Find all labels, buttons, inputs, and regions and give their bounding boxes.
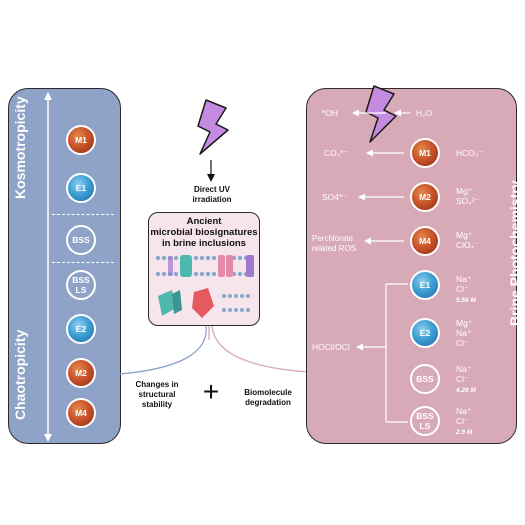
sulfate-radical-label: SO4*⁻ xyxy=(322,192,347,202)
left-arrow-icon xyxy=(394,109,410,117)
chaotropicity-axis-arrow xyxy=(44,92,52,442)
plus-sign: + xyxy=(202,376,220,407)
concentration-label: 2.9 M xyxy=(456,429,473,436)
mars-planet-m2: M2 xyxy=(410,182,440,212)
lightning-bolt-icon xyxy=(197,99,229,155)
earth-planet-e2: E2 xyxy=(410,318,440,348)
biomolecule-degradation-label: Biomolecule degradation xyxy=(244,388,292,407)
earth-planet-e1: E1 xyxy=(66,173,96,203)
perchlorate-ros-label: Perchlorate related ROS xyxy=(312,234,357,253)
left-arrow-icon xyxy=(352,109,386,117)
sodium-chloride-ions-label: Na⁺ Cl⁻ xyxy=(456,364,472,384)
chaotropicity-label: Chaotropicity xyxy=(12,329,28,420)
biosignatures-title: Ancient microbial biosignatures in brine… xyxy=(150,216,258,249)
earth-planet-e1: E1 xyxy=(410,270,440,300)
magnesium-sulfate-ions-label: Mg⁺ SO₄²⁻ xyxy=(456,186,480,206)
mars-planet-m1: M1 xyxy=(410,138,440,168)
divider-line xyxy=(52,214,114,215)
concentration-label: 5.56 M xyxy=(456,297,476,304)
left-arrow-icon xyxy=(364,237,404,245)
bss-ls-circle: BSS LS xyxy=(66,270,96,300)
bss-ls-circle: BSS LS xyxy=(410,406,440,436)
bracket-arrow xyxy=(356,283,408,423)
carbonate-radical-label: CO₃*⁻ xyxy=(324,148,349,158)
brine-photochemistry-label: Brine Photochemistry xyxy=(507,180,523,326)
kosmotropicity-label: Kosmotropicity xyxy=(12,96,28,199)
bss-circle: BSS xyxy=(410,364,440,394)
magnesium-sodium-chloride-ions-label: Mg⁺ Na⁺ Cl⁻ xyxy=(456,318,473,348)
water-label: H₂O xyxy=(416,108,433,118)
kosmotropicity-chaotropicity-panel xyxy=(8,88,121,444)
down-arrow-icon xyxy=(207,160,215,182)
mars-planet-m2: M2 xyxy=(66,358,96,388)
earth-planet-e2: E2 xyxy=(66,314,96,344)
connector-lines xyxy=(120,326,310,375)
structural-stability-label: Changes in structural stability xyxy=(135,380,179,409)
mars-planet-m4: M4 xyxy=(410,226,440,256)
divider-line xyxy=(52,262,114,263)
mars-planet-m4: M4 xyxy=(66,398,96,428)
bss-circle: BSS xyxy=(66,225,96,255)
sodium-chloride-ions-label: Na⁺ Cl⁻ xyxy=(456,274,472,294)
bicarbonate-ions-label: HCO₃⁻ xyxy=(456,148,483,158)
hypochlorite-label: HOCl/OCl xyxy=(312,342,350,352)
magnesium-perchlorate-ions-label: Mg⁺ ClO₄⁻ xyxy=(456,230,479,250)
left-arrow-icon xyxy=(366,149,404,157)
sodium-chloride-ions-label: Na⁺ Cl⁻ xyxy=(456,406,472,426)
concentration-label: 4.26 M xyxy=(456,387,476,394)
hydroxyl-radical-label: *OH xyxy=(322,108,339,118)
membrane-illustration xyxy=(155,255,255,318)
left-arrow-icon xyxy=(358,193,404,201)
mars-planet-m1: M1 xyxy=(66,125,96,155)
direct-uv-label: Direct UV irradiation xyxy=(192,185,232,204)
